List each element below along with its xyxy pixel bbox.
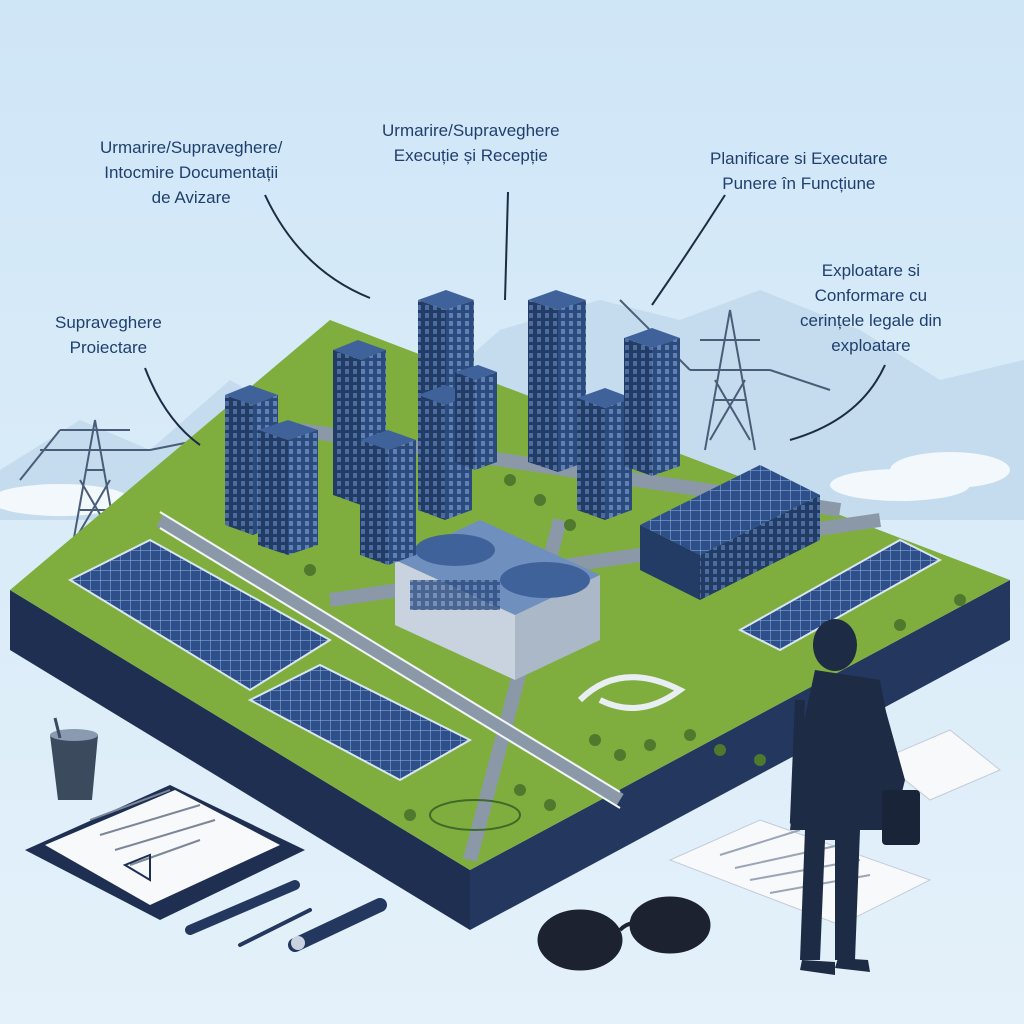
trees xyxy=(304,474,966,821)
tower-4 xyxy=(360,430,416,565)
label-execution-reception: Urmarire/Supraveghere Execuție și Recepț… xyxy=(382,121,560,165)
arrow-design-supervision xyxy=(144,367,201,446)
businessman xyxy=(789,619,920,975)
tower-9 xyxy=(577,388,632,520)
arrow-operation-compliance xyxy=(789,364,886,441)
arrow-permitting-docs xyxy=(264,194,371,299)
clipboard xyxy=(25,785,305,920)
solar-field-left xyxy=(67,538,332,692)
solar-field-center xyxy=(247,663,473,782)
park-path xyxy=(429,674,686,831)
tower-8 xyxy=(528,290,586,472)
central-building xyxy=(395,520,600,680)
arrow-commissioning xyxy=(651,194,726,306)
label-operation-compliance: Exploatare si Conformare cu cerințele le… xyxy=(800,261,942,355)
arrow-execution-reception xyxy=(504,191,509,301)
pens xyxy=(185,880,387,952)
documents xyxy=(668,729,1001,926)
glasses xyxy=(537,896,711,971)
tower-7 xyxy=(455,365,497,470)
solar-field-right xyxy=(737,538,943,652)
tower-2 xyxy=(258,420,318,555)
industrial-hall xyxy=(640,465,820,600)
label-commissioning: Planificare si Executare Punere în Funcț… xyxy=(710,149,888,193)
road-edges xyxy=(159,511,621,809)
tower-buildings xyxy=(225,290,680,565)
label-design-supervision: Supraveghere Proiectare xyxy=(55,313,162,357)
coffee-cup xyxy=(50,717,98,800)
label-permitting-docs: Urmarire/Supraveghere/ Intocmire Documen… xyxy=(100,138,283,207)
tower-10 xyxy=(624,328,680,476)
callout-arrows xyxy=(144,191,886,446)
